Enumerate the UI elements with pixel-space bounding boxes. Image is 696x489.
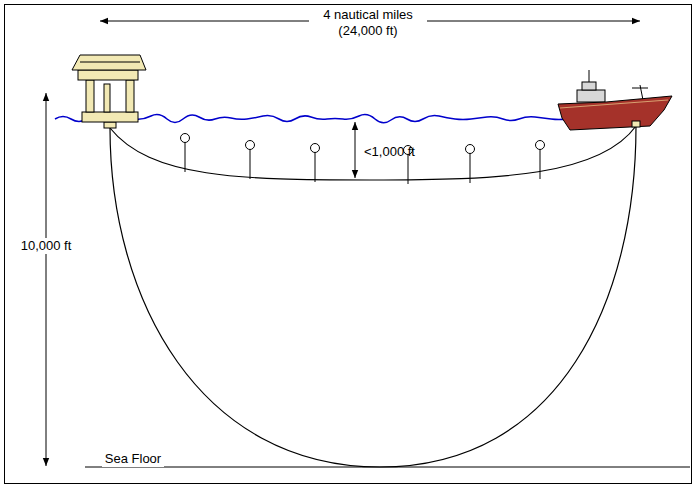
float-stalk	[470, 153, 471, 183]
float-buoy	[181, 134, 190, 143]
depth-label: 10,000 ft	[18, 238, 75, 254]
width-label: 4 nautical miles (24,000 ft)	[309, 7, 427, 39]
float-stalk	[540, 149, 541, 179]
sea-floor-label: Sea Floor	[102, 451, 164, 467]
water-surface	[55, 115, 647, 123]
floats	[181, 134, 545, 185]
float-buoy	[466, 145, 475, 154]
float-buoy	[536, 141, 545, 150]
shallow-depth-dimension	[355, 122, 356, 178]
deep-cable	[110, 126, 636, 467]
shallow-cable	[110, 126, 636, 180]
float-buoy	[246, 141, 255, 150]
platform	[72, 55, 146, 128]
float-buoy	[311, 144, 320, 153]
float-stalk	[315, 152, 316, 182]
shallow-depth-label: <1,000 ft	[364, 144, 415, 160]
float-stalk	[185, 142, 186, 172]
float-stalk	[250, 149, 251, 179]
ship	[558, 70, 672, 130]
frame	[5, 5, 692, 484]
depth-dimension	[46, 93, 47, 466]
